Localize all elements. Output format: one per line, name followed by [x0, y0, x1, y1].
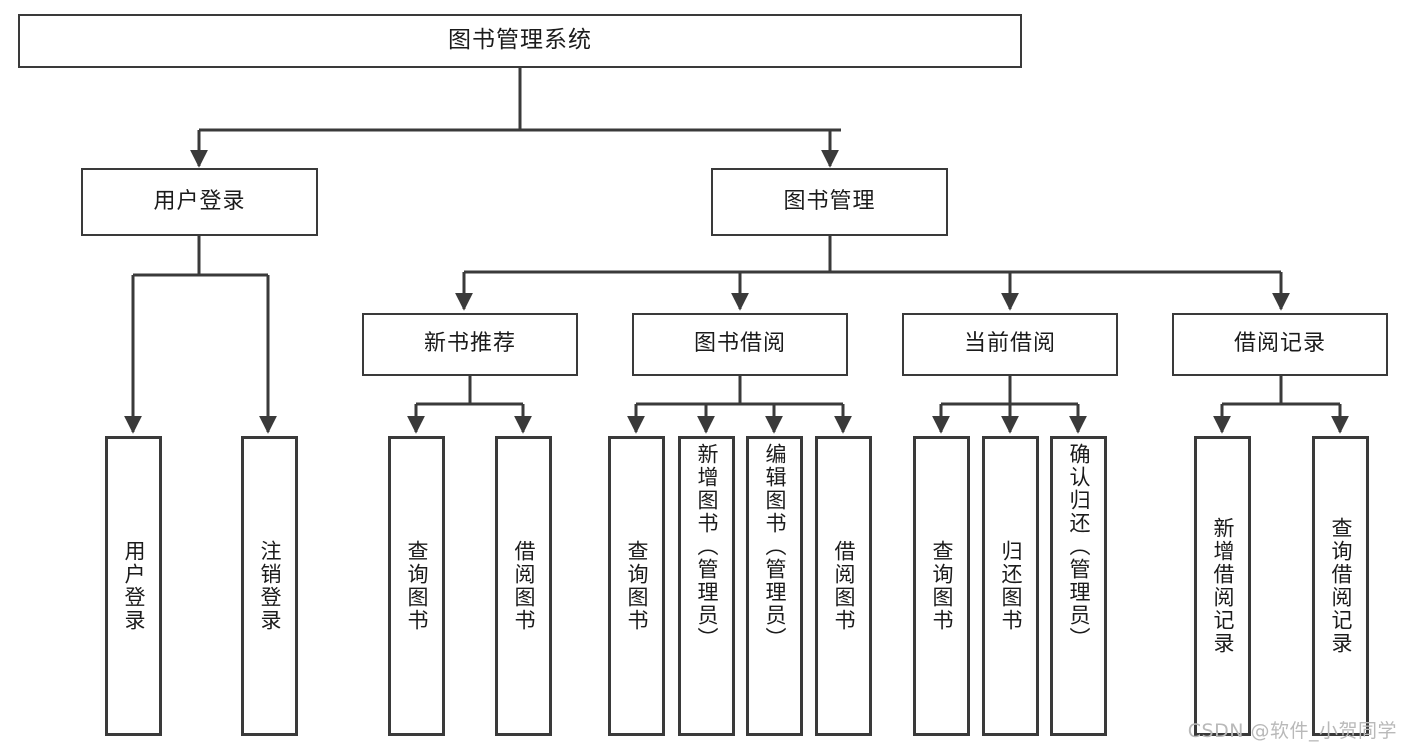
node-leaf-add-record[interactable]: 新增借阅记录 — [1194, 436, 1251, 736]
node-leaf-borrow-book-1-label: 借阅图书 — [511, 540, 536, 632]
node-leaf-query-record[interactable]: 查询借阅记录 — [1312, 436, 1369, 736]
node-current-borrow-label: 当前借阅 — [963, 331, 1056, 357]
node-leaf-query-record-label: 查询借阅记录 — [1328, 517, 1353, 655]
node-leaf-query-book-3[interactable]: 查询图书 — [913, 436, 970, 736]
node-leaf-query-book-3-label: 查询图书 — [929, 540, 954, 632]
node-new-book-rec-label: 新书推荐 — [423, 331, 516, 357]
node-leaf-borrow-book-2-label: 借阅图书 — [831, 540, 856, 632]
node-root-label: 图书管理系统 — [448, 27, 592, 54]
node-leaf-logout-login[interactable]: 注销登录 — [241, 436, 298, 736]
node-leaf-add-book[interactable]: 新增图书（管理员） — [678, 436, 735, 736]
node-leaf-add-book-label: 新增图书（管理员） — [694, 443, 719, 650]
node-leaf-edit-book[interactable]: 编辑图书（管理员） — [746, 436, 803, 736]
node-leaf-query-book-1-label: 查询图书 — [404, 540, 429, 632]
node-book-borrow[interactable]: 图书借阅 — [632, 313, 848, 376]
node-leaf-query-book-2[interactable]: 查询图书 — [608, 436, 665, 736]
node-leaf-query-book-1[interactable]: 查询图书 — [388, 436, 445, 736]
node-borrow-record-label: 借阅记录 — [1233, 331, 1326, 357]
node-leaf-borrow-book-1[interactable]: 借阅图书 — [495, 436, 552, 736]
node-root[interactable]: 图书管理系统 — [18, 14, 1022, 68]
node-leaf-add-record-label: 新增借阅记录 — [1210, 517, 1235, 655]
node-leaf-borrow-book-2[interactable]: 借阅图书 — [815, 436, 872, 736]
node-leaf-return-book[interactable]: 归还图书 — [982, 436, 1039, 736]
node-leaf-user-login-label: 用户登录 — [121, 540, 146, 632]
node-leaf-return-book-label: 归还图书 — [998, 540, 1023, 632]
watermark-text: CSDN @软件_小贺同学 — [1187, 720, 1397, 742]
node-leaf-user-login[interactable]: 用户登录 — [105, 436, 162, 736]
node-user-login[interactable]: 用户登录 — [81, 168, 318, 236]
node-new-book-rec[interactable]: 新书推荐 — [362, 313, 578, 376]
node-current-borrow[interactable]: 当前借阅 — [902, 313, 1118, 376]
node-leaf-edit-book-label: 编辑图书（管理员） — [762, 443, 787, 650]
node-leaf-confirm-return[interactable]: 确认归还（管理员） — [1050, 436, 1107, 736]
node-user-login-label: 用户登录 — [153, 188, 246, 214]
node-book-borrow-label: 图书借阅 — [693, 331, 786, 357]
node-book-manage-label: 图书管理 — [783, 188, 876, 214]
node-leaf-query-book-2-label: 查询图书 — [624, 540, 649, 632]
node-borrow-record[interactable]: 借阅记录 — [1172, 313, 1388, 376]
node-leaf-logout-login-label: 注销登录 — [257, 540, 282, 632]
node-leaf-confirm-return-label: 确认归还（管理员） — [1066, 443, 1091, 650]
node-book-manage[interactable]: 图书管理 — [711, 168, 948, 236]
